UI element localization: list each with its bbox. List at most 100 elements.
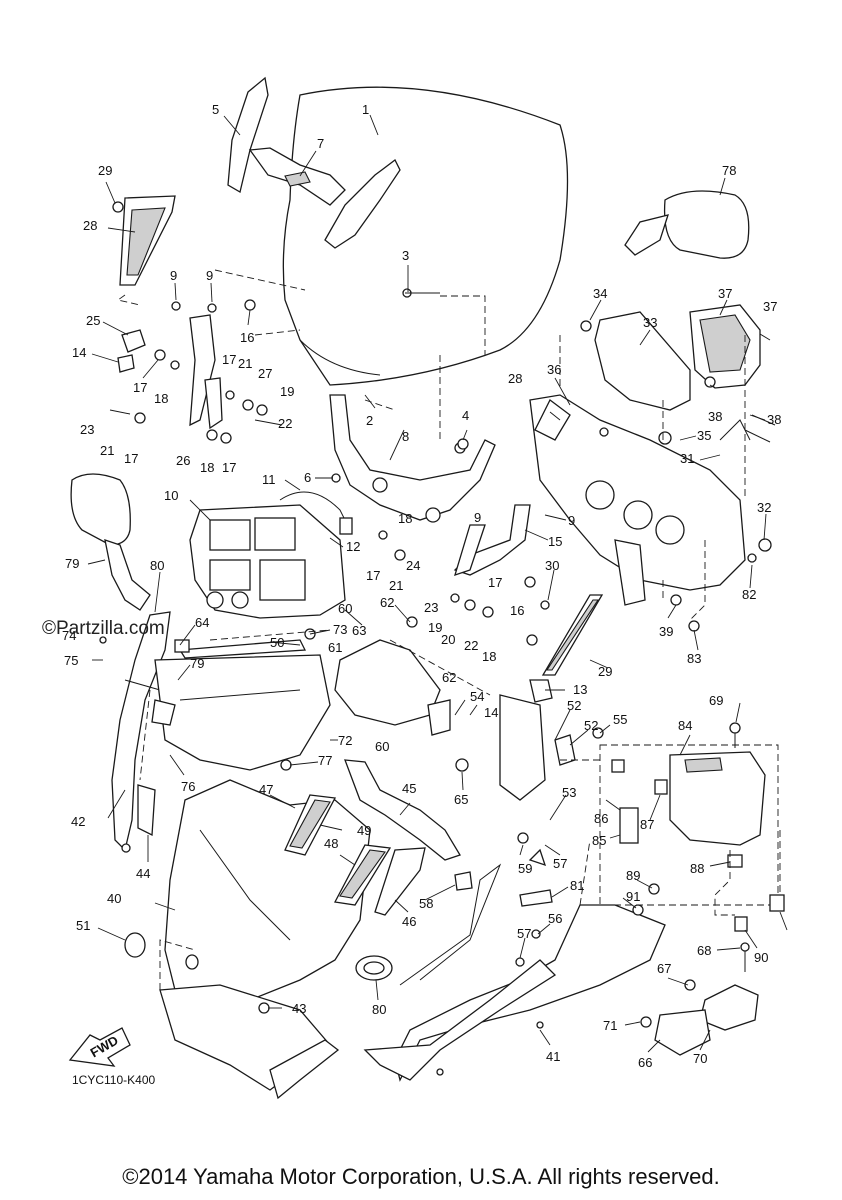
callout-56: 57: [517, 926, 531, 941]
callout-9a: 9: [170, 268, 177, 283]
callout-38a: 38: [708, 409, 722, 424]
callout-87: 88: [690, 861, 704, 876]
mirror-left: [70, 473, 151, 611]
callout-51: 52: [567, 698, 581, 713]
callout-54: 55: [613, 712, 627, 727]
callout-39: 40: [107, 891, 121, 906]
callout-49: 50: [270, 635, 284, 650]
callout-52b: 53: [562, 785, 576, 800]
side-strips: [284, 794, 426, 916]
lower-right-bracket: [640, 942, 759, 1056]
callout-89: 90: [754, 950, 768, 965]
callout-48: 49: [357, 823, 371, 838]
callout-17d: 17: [222, 460, 236, 475]
callout-52a: 52: [584, 718, 598, 733]
callout-88: 89: [626, 868, 640, 883]
callout-75: 76: [181, 779, 195, 794]
callout-3: 3: [402, 248, 409, 263]
callout-37b: 38: [767, 412, 781, 427]
diagram-code: 1CYC110-K400: [72, 1073, 156, 1087]
callout-30: 31: [680, 451, 694, 466]
callout-26: 27: [258, 366, 272, 381]
callout-68: 69: [709, 693, 723, 708]
callout-50: 51: [76, 918, 90, 933]
windshield-deflectors: [227, 76, 401, 249]
callout-58: 59: [518, 861, 532, 876]
callout-79a: 79: [190, 656, 204, 671]
callout-67: 68: [697, 943, 711, 958]
callout-80b: 81: [570, 878, 584, 893]
callout-17b: 17: [222, 352, 236, 367]
center-cover: [334, 639, 441, 726]
callout-19b: 19: [428, 620, 442, 635]
callout-60a: 60: [338, 601, 352, 616]
callout-35: 36: [547, 362, 561, 377]
callout-90: 91: [626, 889, 640, 904]
callout-62a: 62: [380, 595, 394, 610]
meter-assembly: [189, 491, 353, 619]
callout-66: 67: [657, 961, 671, 976]
callout-47: 48: [324, 836, 338, 851]
callout-60b: 61: [328, 640, 342, 655]
callout-9c: 9: [474, 510, 481, 525]
callout-2: 2: [366, 413, 373, 428]
right-rail: [519, 594, 604, 721]
callout-78: 79: [65, 556, 79, 571]
callout-42: 43: [292, 1001, 306, 1016]
center-stay: [329, 394, 496, 523]
callout-83: 84: [678, 718, 692, 733]
callout-55: 56: [548, 911, 562, 926]
callout-31: 32: [757, 500, 771, 515]
callout-5: 5: [212, 102, 219, 117]
callout-29b: 30: [545, 558, 559, 573]
callout-57b: 58: [419, 896, 433, 911]
callout-53: 54: [470, 689, 484, 704]
callout-69: 70: [693, 1051, 707, 1066]
callout-36: 37: [718, 286, 732, 301]
callout-8: 8: [402, 429, 409, 444]
callout-9b: 9: [206, 268, 213, 283]
callout-37a: 37: [763, 299, 777, 314]
callout-85: 86: [594, 811, 608, 826]
callout-76: 77: [318, 753, 332, 768]
callout-86: 87: [640, 817, 654, 832]
callout-18a: 18: [154, 391, 168, 406]
callout-41: 42: [71, 814, 85, 829]
inner-duct: [344, 759, 461, 861]
callout-81: 82: [742, 587, 756, 602]
callout-62b: 63: [352, 623, 366, 638]
callout-43: 44: [136, 866, 150, 881]
callout-38b: 39: [659, 624, 673, 639]
assembly-lines: [116, 269, 781, 990]
callout-32: 33: [643, 315, 657, 330]
callout-15: 15: [548, 534, 562, 549]
callout-16a: 16: [240, 330, 254, 345]
inner-panel-left: [154, 639, 331, 771]
callout-80a: 80: [150, 558, 164, 573]
upper-frame-stay: [529, 394, 746, 606]
callout-63: 64: [195, 615, 209, 630]
callout-9d: 9: [568, 513, 575, 528]
callout-21b: 21: [100, 443, 114, 458]
left-bracket-assembly: [109, 195, 283, 444]
callout-17c: 17: [124, 451, 138, 466]
callout-13: 13: [573, 682, 587, 697]
callout-23b: 24: [406, 558, 420, 573]
callout-33: 34: [593, 286, 607, 301]
callout-18b: 18: [200, 460, 214, 475]
callout-18d: 18: [482, 649, 496, 664]
callout-74: 75: [64, 653, 78, 668]
callout-28a: 28: [83, 218, 97, 233]
callout-1: 1: [362, 102, 369, 117]
callout-24: 25: [86, 313, 100, 328]
fasteners: [112, 201, 776, 632]
callout-28b: 29: [598, 664, 612, 679]
callout-22b: 23: [424, 600, 438, 615]
callout-14b: 14: [484, 705, 498, 720]
mirror-right: [624, 190, 750, 259]
lower-cover: [355, 889, 553, 981]
callout-82: 83: [687, 651, 701, 666]
callout-17e: 17: [366, 568, 380, 583]
callout-70: 71: [603, 1018, 617, 1033]
